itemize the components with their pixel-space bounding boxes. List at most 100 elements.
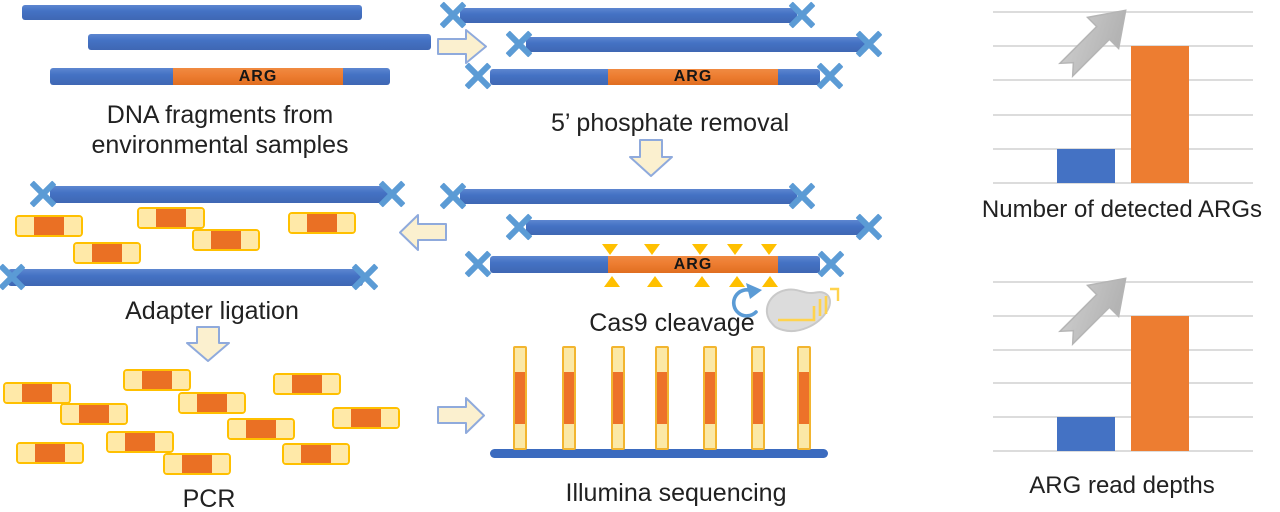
- step-label-illumina-sequencing: Illumina sequencing: [565, 479, 787, 507]
- cleavage-site-triangle-icon: [727, 244, 743, 255]
- arg-core: [156, 209, 186, 227]
- adapter-end: [515, 424, 525, 448]
- dna-fragment-bar: [460, 189, 797, 204]
- dna-fragment-bar: [8, 269, 363, 286]
- adapter-end: [705, 424, 715, 448]
- arg-core: [22, 384, 52, 402]
- sequencing-read-bar: [513, 346, 527, 450]
- arg-core: [211, 231, 241, 249]
- adapter-end: [515, 348, 525, 372]
- arg-core: [753, 372, 763, 424]
- blocked-end-x-icon: [0, 263, 26, 291]
- adapter-end: [165, 455, 183, 473]
- pcr-amplified-fragment: [178, 392, 246, 414]
- arg-segment: ARG: [608, 69, 778, 85]
- dna-fragment-bar-with-arg: ARG: [490, 256, 820, 273]
- pcr-amplified-fragment: [282, 443, 350, 465]
- adapter-end: [229, 420, 247, 438]
- blocked-end-x-icon: [505, 30, 533, 58]
- blocked-end-x-icon: [505, 213, 533, 241]
- arg-core: [515, 372, 525, 424]
- blocked-end-x-icon: [817, 250, 845, 278]
- adapter-end: [194, 231, 212, 249]
- adapter-end: [240, 231, 258, 249]
- chart-gridline: [993, 45, 1253, 48]
- pcr-amplified-fragment: [3, 382, 71, 404]
- chart-bar: [1131, 315, 1189, 451]
- sequencing-read-bar: [751, 346, 765, 450]
- adapter-end: [705, 348, 715, 372]
- cleavage-site-triangle-icon: [602, 244, 618, 255]
- arg-core: [125, 433, 155, 451]
- blocked-end-x-icon: [378, 180, 406, 208]
- cas9-targeting-arrow: [731, 288, 758, 318]
- adapter-ligated-fragment: [288, 212, 356, 234]
- blocked-end-x-icon: [29, 180, 57, 208]
- adapter-end: [121, 244, 139, 262]
- pcr-amplified-fragment: [227, 418, 295, 440]
- adapter-end: [657, 424, 667, 448]
- cleavage-site-triangle-icon: [647, 276, 663, 287]
- adapter-end: [108, 433, 126, 451]
- adapter-end: [108, 405, 126, 423]
- guide-rna-line: [830, 287, 840, 301]
- adapter-end: [330, 445, 348, 463]
- arg-label: ARG: [673, 255, 713, 273]
- arg-core: [34, 217, 64, 235]
- adapter-end: [334, 409, 352, 427]
- chart-bar: [1131, 46, 1189, 183]
- cleavage-site-triangle-icon: [761, 244, 777, 255]
- step-label-dna-fragments: DNA fragments from environmental samples: [91, 101, 349, 159]
- sequencing-read-bar: [797, 346, 811, 450]
- adapter-end: [753, 348, 763, 372]
- arg-core: [301, 445, 331, 463]
- blocked-end-x-icon: [816, 62, 844, 90]
- sequencing-read-bar: [655, 346, 669, 450]
- adapter-end: [799, 424, 809, 448]
- arg-core: [79, 405, 109, 423]
- blocked-end-x-icon: [855, 30, 883, 58]
- cleavage-site-triangle-icon: [694, 276, 710, 287]
- adapter-end: [185, 209, 203, 227]
- step-label-phosphate-removal: 5’ phosphate removal: [550, 109, 790, 137]
- chart-gridline: [993, 79, 1253, 82]
- guide-rna-line: [778, 306, 816, 322]
- adapter-end: [211, 455, 229, 473]
- adapter-end: [64, 444, 82, 462]
- adapter-end: [564, 348, 574, 372]
- pcr-amplified-fragment: [123, 369, 191, 391]
- flow-arrow-left-icon: [399, 214, 447, 251]
- chart-gridline: [993, 113, 1253, 116]
- adapter-end: [564, 424, 574, 448]
- step-label-cas9-cleavage: Cas9 cleavage: [589, 309, 755, 337]
- arg-core: [142, 371, 172, 389]
- adapter-ligated-fragment: [137, 207, 205, 229]
- adapter-end: [180, 394, 198, 412]
- adapter-ligated-fragment: [73, 242, 141, 264]
- chart-gridline: [993, 348, 1253, 351]
- dna-fragment-bar: [22, 5, 362, 20]
- increase-arrow-icon: [1058, 277, 1127, 346]
- adapter-end: [336, 214, 354, 232]
- adapter-end: [753, 424, 763, 448]
- flow-cell-surface: [490, 449, 828, 458]
- blocked-end-x-icon: [464, 250, 492, 278]
- arg-segment: ARG: [608, 256, 778, 273]
- arg-core: [564, 372, 574, 424]
- step-label-adapter-ligation: Adapter ligation: [125, 297, 299, 325]
- adapter-end: [799, 348, 809, 372]
- arg-core: [657, 372, 667, 424]
- arg-core: [182, 455, 212, 473]
- chart-gridline: [993, 382, 1253, 385]
- chart-gridline: [993, 416, 1253, 419]
- adapter-end: [62, 405, 80, 423]
- adapter-end: [321, 375, 339, 393]
- pcr-amplified-fragment: [273, 373, 341, 395]
- pcr-amplified-fragment: [163, 453, 231, 475]
- adapter-end: [275, 375, 293, 393]
- pcr-amplified-fragment: [332, 407, 400, 429]
- chart-title-detected-args: Number of detected ARGs: [981, 196, 1263, 223]
- arg-core: [799, 372, 809, 424]
- cleavage-site-triangle-icon: [729, 276, 745, 287]
- chart-detected-args-plot: [993, 11, 1253, 184]
